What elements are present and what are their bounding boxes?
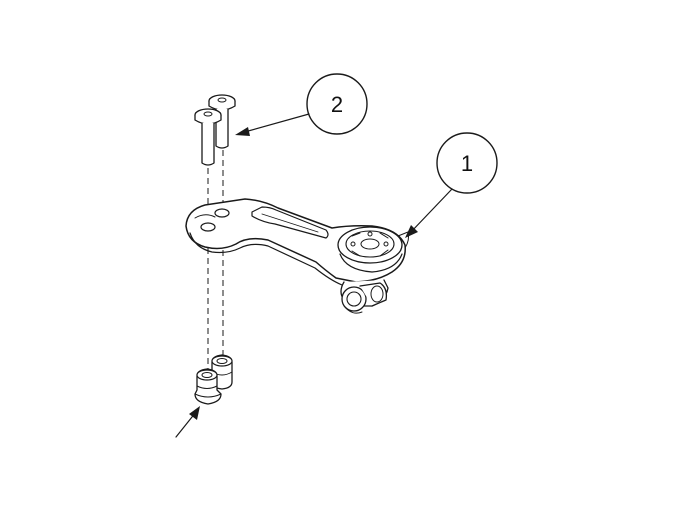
- screw-rear: [208, 94, 236, 149]
- mount-head-rim: [337, 226, 403, 264]
- callout-2-arrowhead: [235, 127, 250, 136]
- action-cam-adapter: [340, 279, 389, 314]
- screw-front: [194, 108, 222, 166]
- screw-front-hex-socket: [203, 111, 213, 117]
- mount-arm-body: [185, 198, 406, 283]
- screw-front-shank: [201, 122, 215, 166]
- clamp-hole-front: [200, 222, 216, 232]
- clamp-hole-rear: [214, 208, 230, 218]
- nut-leader-arrowhead: [189, 406, 200, 420]
- callout-2-label: 2: [331, 92, 343, 117]
- mount-quarter-turn-tabs: [351, 232, 389, 257]
- mount-arm-slot: [251, 206, 329, 239]
- insert-nut-front: [194, 368, 222, 405]
- mount-head-inner: [345, 230, 395, 258]
- callout-2-balloon: [306, 73, 368, 135]
- assembly-centerlines: [207, 150, 224, 375]
- callout-1-group: 1: [405, 132, 498, 238]
- callout-1-balloon: [436, 132, 498, 194]
- callout-1-leader: [409, 188, 453, 234]
- callout-2-leader: [240, 113, 310, 134]
- callout-2-group: 2: [235, 73, 368, 136]
- adapter-knob: [341, 286, 367, 312]
- nut-leader-group: [175, 406, 200, 438]
- callout-1-label: 1: [461, 151, 473, 176]
- screw-rear-hex-socket: [217, 97, 227, 103]
- computer-mount-arm: [185, 198, 410, 286]
